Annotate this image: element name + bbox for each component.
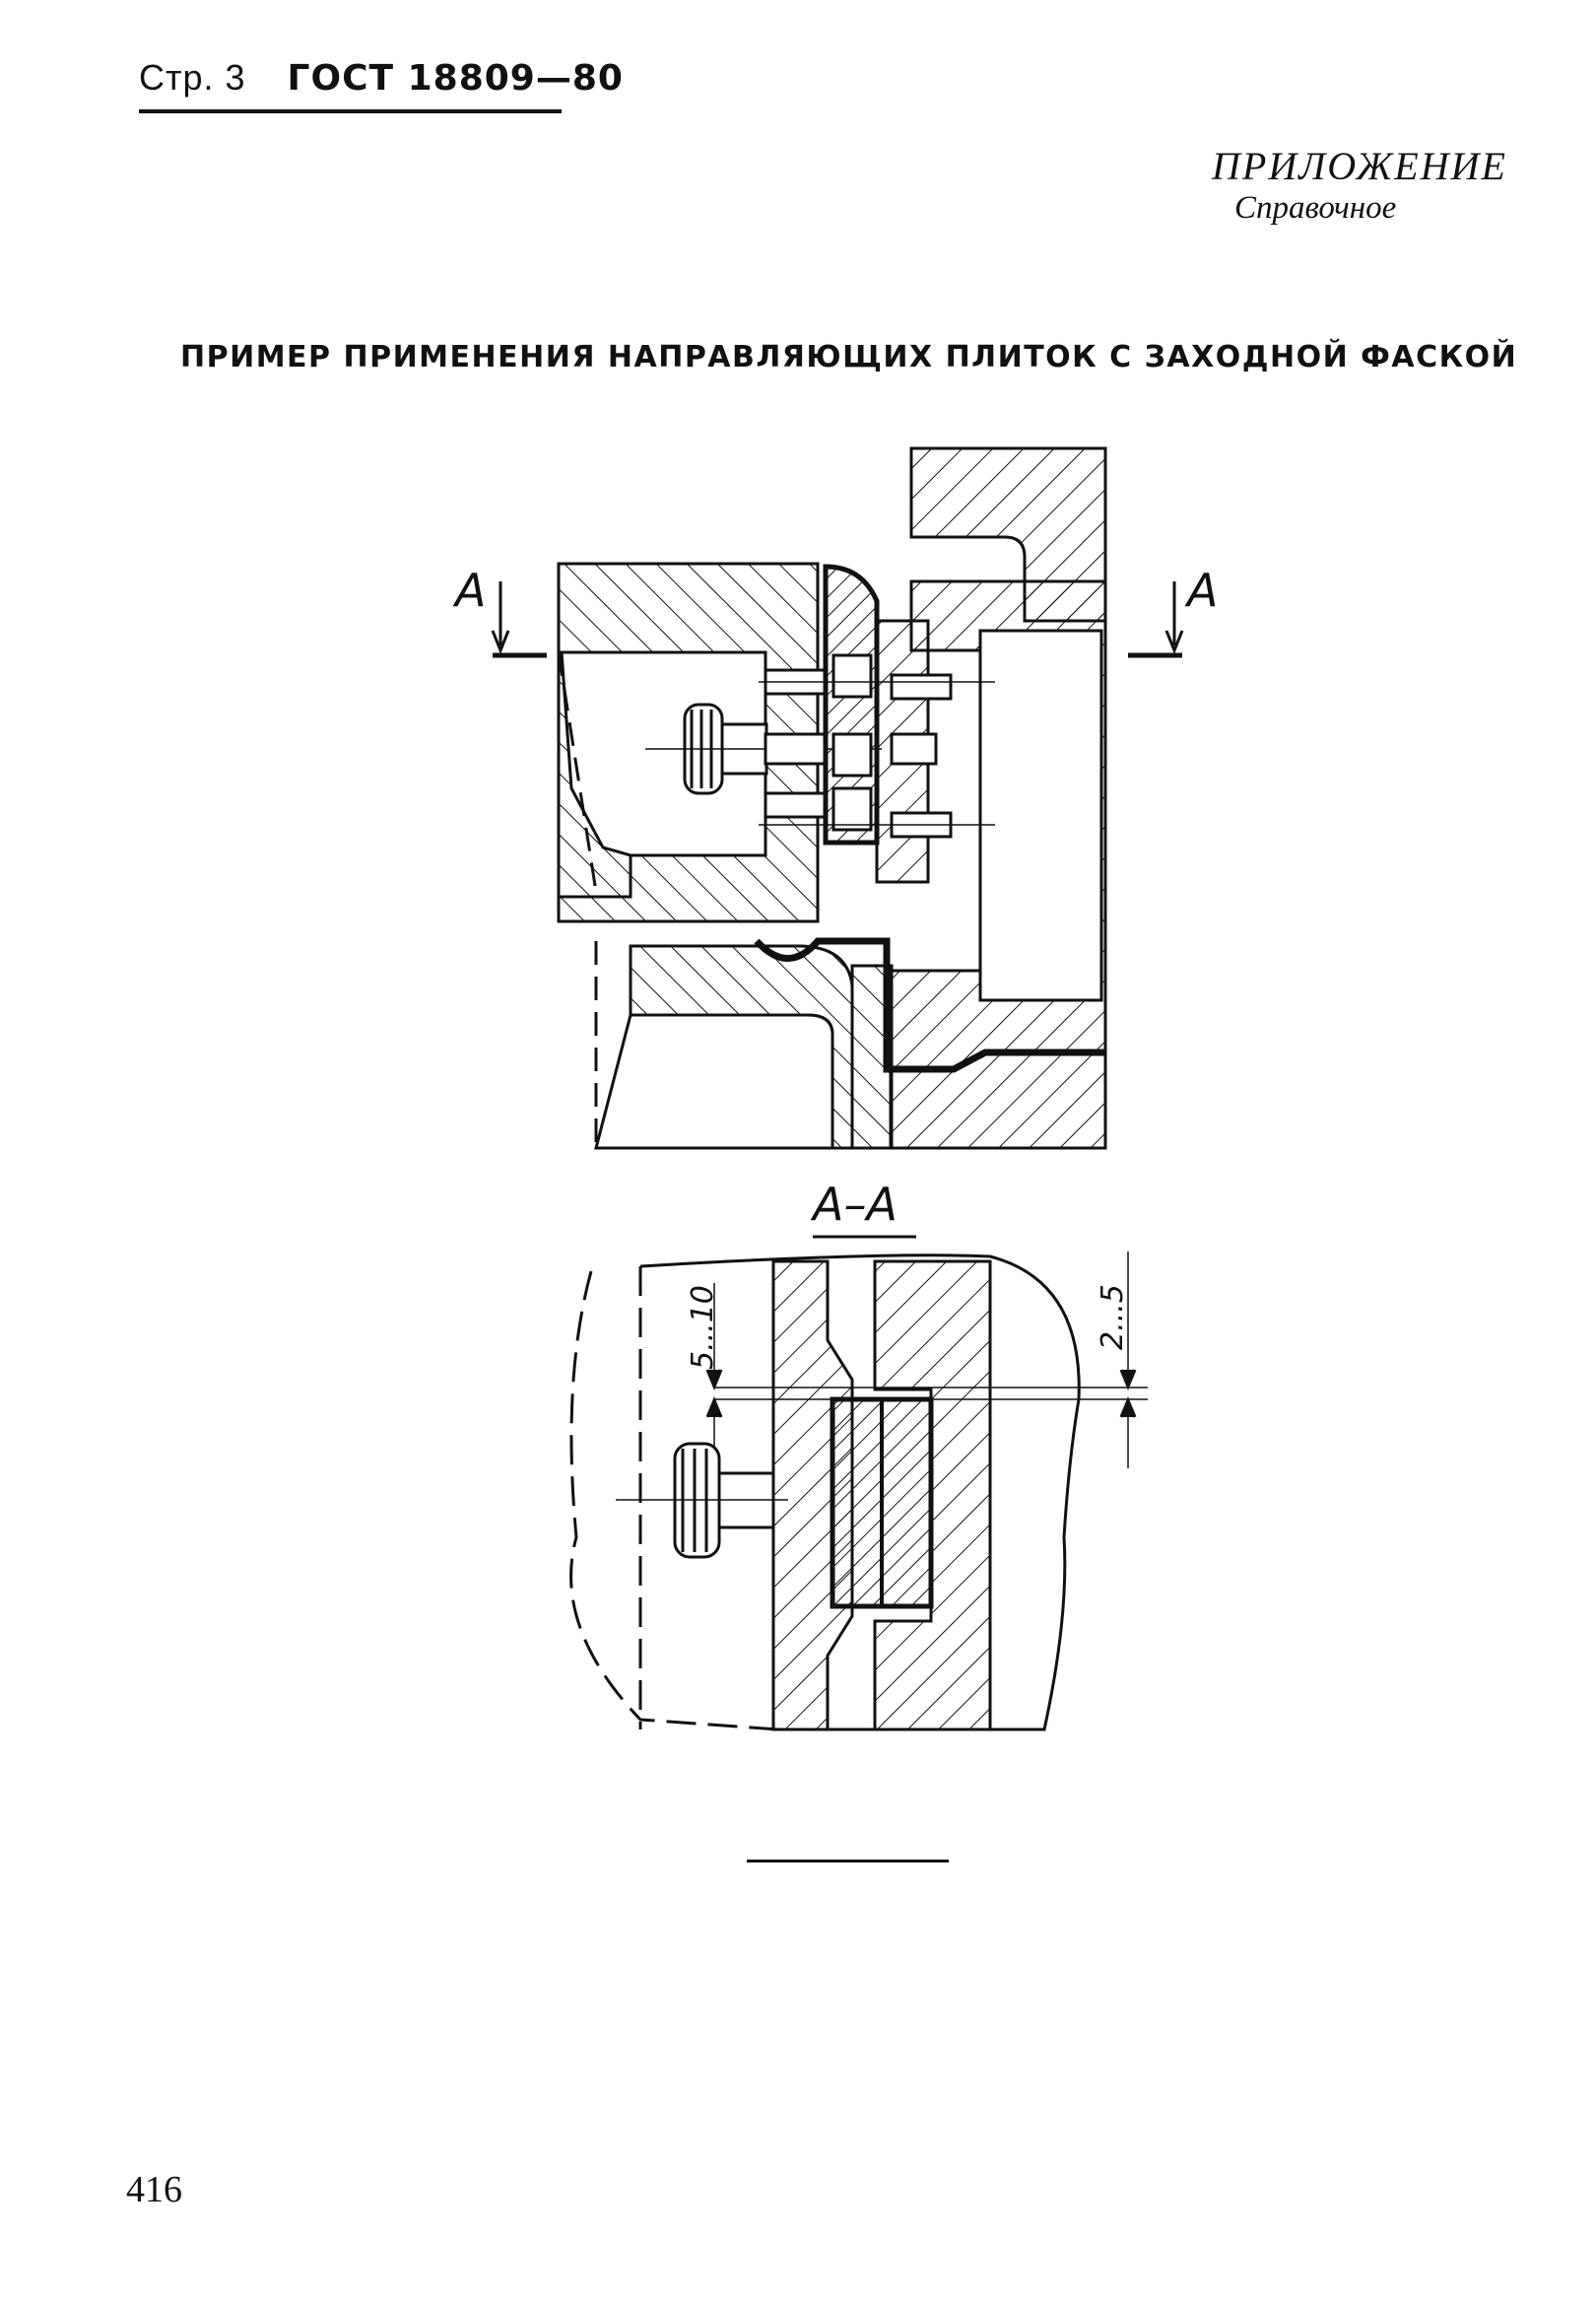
running-header: Стр. 3 ГОСТ 18809—80 xyxy=(139,57,624,99)
section-mark-right: A xyxy=(1187,564,1219,617)
figure-title: ПРИМЕР ПРИМЕНЕНИЯ НАПРАВЛЯЮЩИХ ПЛИТОК С … xyxy=(180,340,1518,374)
standard-number: ГОСТ 18809—80 xyxy=(287,58,624,99)
end-rule xyxy=(747,1860,949,1863)
appendix-label: ПРИЛОЖЕНИЕ xyxy=(1212,144,1507,188)
header-rule xyxy=(139,109,562,113)
dimension-label-right: 2...5 xyxy=(1096,1284,1130,1350)
section-mark-left: A xyxy=(455,564,487,617)
dimension-label-left: 5...10 xyxy=(686,1285,720,1370)
section-title: A–A xyxy=(813,1178,898,1231)
page-number: 416 xyxy=(126,2169,182,2210)
page-reference: Стр. 3 xyxy=(139,57,246,98)
section-a-a-view xyxy=(569,1235,1148,1731)
upper-view xyxy=(491,446,1184,1150)
appendix-type: Справочное xyxy=(1234,190,1397,226)
